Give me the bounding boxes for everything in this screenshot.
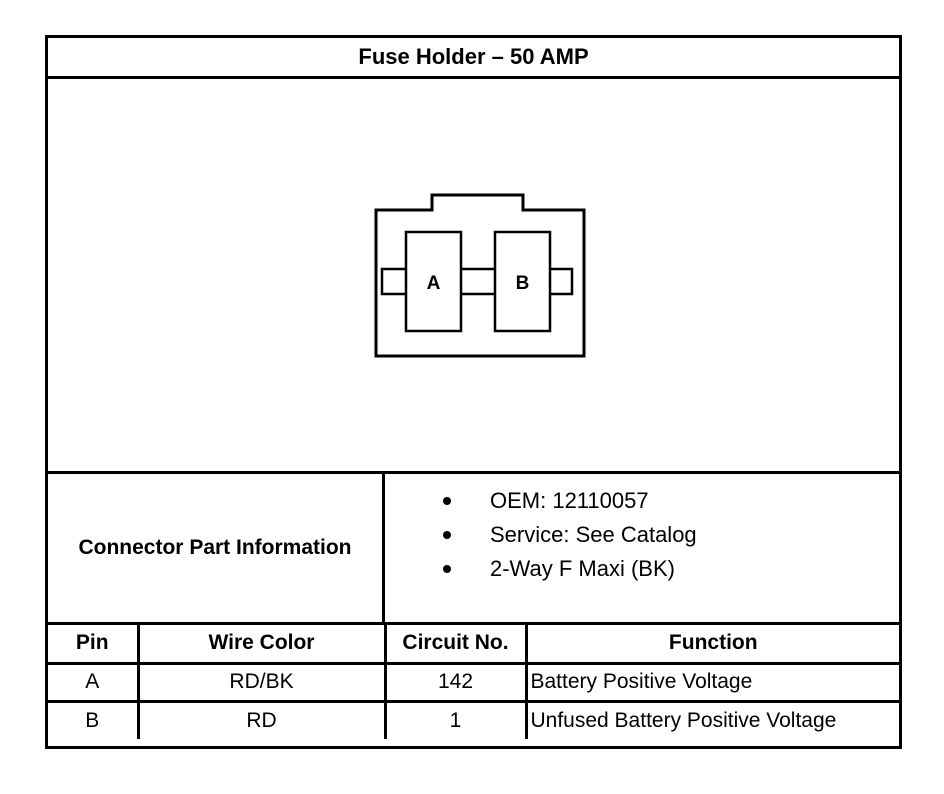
pin-table: Pin Wire Color Circuit No. Function A RD…	[48, 625, 899, 739]
terminal-a	[404, 230, 463, 333]
connector-housing	[374, 193, 586, 358]
bullet-icon	[443, 565, 451, 573]
header-circuit-no: Circuit No.	[385, 625, 528, 665]
info-item-service: Service: See Catalog	[385, 518, 899, 552]
info-item-text: OEM: 12110057	[490, 488, 649, 513]
cell-wire-color: RD/BK	[138, 663, 387, 703]
header-function: Function	[526, 625, 899, 665]
header-pin: Pin	[48, 625, 140, 665]
info-item-description: 2-Way F Maxi (BK)	[385, 552, 899, 586]
connector-info-list: OEM: 12110057 Service: See Catalog 2-Way…	[385, 474, 899, 622]
page-title: Fuse Holder – 50 AMP	[48, 38, 899, 79]
cell-function: Battery Positive Voltage	[526, 663, 899, 703]
info-item-text: Service: See Catalog	[490, 522, 697, 547]
table-header-row: Pin Wire Color Circuit No. Function	[48, 625, 899, 665]
bullet-icon	[443, 531, 451, 539]
terminal-rail	[380, 267, 574, 296]
connector-sheet: Fuse Holder – 50 AMP A B Connector Part …	[45, 35, 902, 749]
cell-pin: A	[48, 663, 140, 703]
cell-function: Unfused Battery Positive Voltage	[530, 708, 837, 732]
terminal-b-label: B	[516, 273, 530, 294]
cell-pin: B	[48, 701, 140, 739]
cell-circuit-no: 1	[385, 701, 528, 739]
table-row: A RD/BK 142 Battery Positive Voltage	[48, 663, 899, 703]
terminal-b	[493, 230, 552, 333]
connector-part-info: Connector Part Information OEM: 12110057…	[48, 474, 899, 625]
header-wire-color: Wire Color	[138, 625, 387, 665]
info-item-text: 2-Way F Maxi (BK)	[490, 556, 675, 581]
terminal-a-label: A	[427, 273, 441, 294]
connector-diagram: A B	[48, 79, 899, 474]
connector-face-drawing: A B	[374, 193, 586, 358]
cell-wire-color: RD	[138, 701, 387, 739]
info-item-oem: OEM: 12110057	[385, 484, 899, 518]
table-row: B RD 1 Unfused Battery Positive Voltage	[48, 701, 899, 739]
cell-circuit-no: 142	[385, 663, 528, 703]
connector-info-label: Connector Part Information	[48, 474, 385, 622]
bullet-icon	[443, 497, 451, 505]
